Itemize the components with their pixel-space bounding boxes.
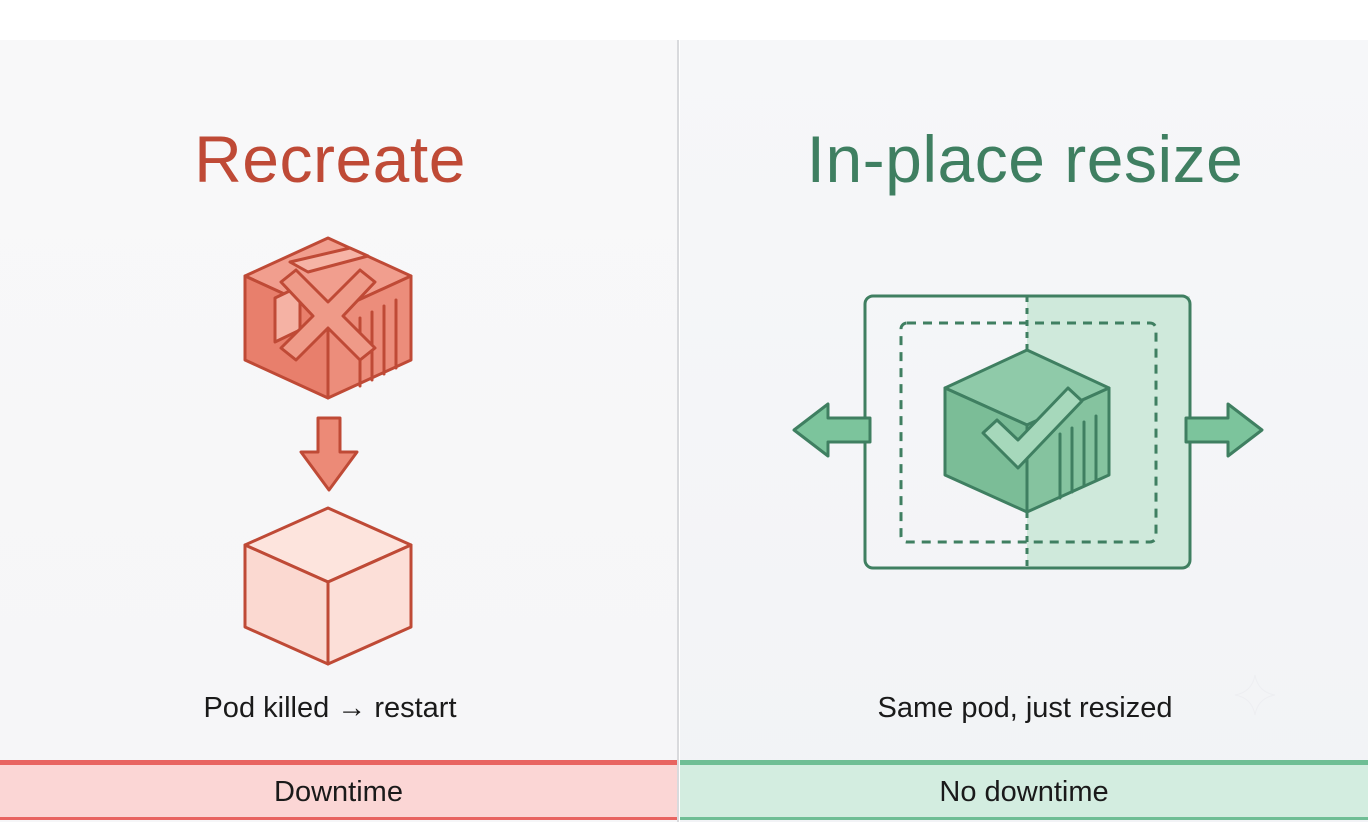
- recreate-caption: Pod killed → restart: [203, 692, 457, 724]
- panel-divider: [677, 40, 679, 822]
- no-downtime-band: No downtime: [680, 760, 1368, 820]
- downtime-band: Downtime: [0, 760, 677, 820]
- arrow-left-icon: [792, 402, 872, 458]
- resize-frame: [863, 294, 1192, 570]
- in-place-resize-caption: Same pod, just resized: [877, 692, 1173, 724]
- recreate-title: Recreate: [194, 122, 466, 196]
- crossed-out-box-icon: [243, 236, 413, 400]
- new-box-icon: [243, 506, 413, 666]
- arrow-right-icon: [1184, 402, 1264, 458]
- in-place-resize-title: In-place resize: [806, 122, 1244, 196]
- arrow-down-icon: [299, 416, 359, 492]
- checked-box-icon: [943, 348, 1111, 514]
- sparkle-icon: [1234, 674, 1276, 716]
